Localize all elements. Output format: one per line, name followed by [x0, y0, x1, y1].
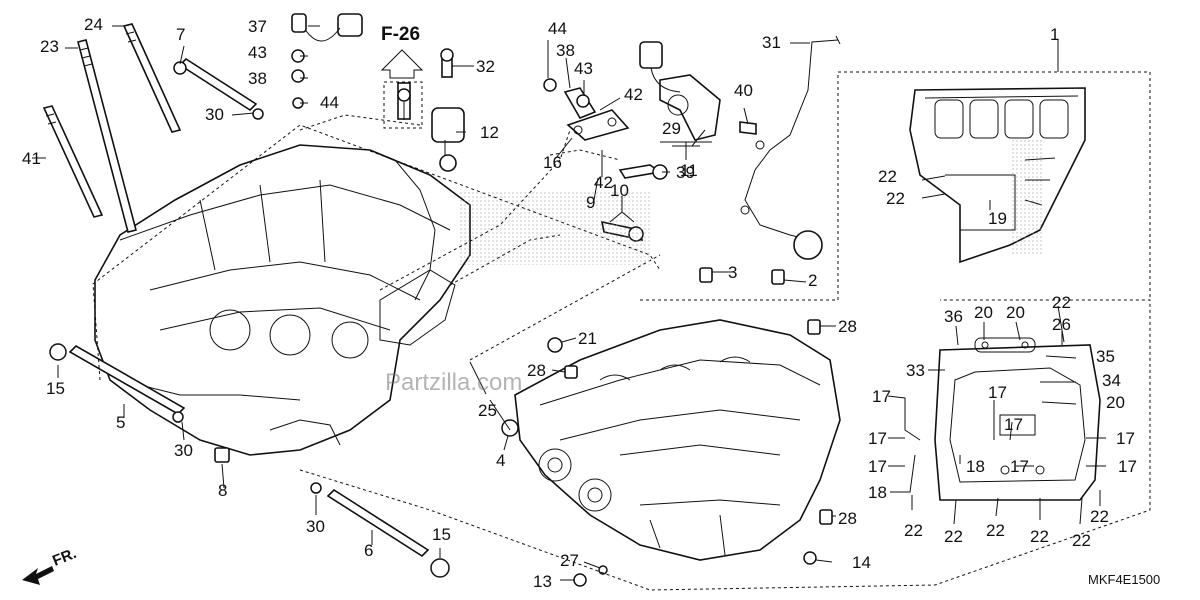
callout-22: 22	[1030, 527, 1049, 546]
callout-17: 17	[868, 457, 887, 476]
callout-28: 28	[838, 509, 857, 528]
front-arrow-icon	[22, 566, 54, 585]
callout-16: 16	[543, 153, 562, 172]
callout-44: 44	[320, 93, 339, 112]
lower-crankcase-bottom-view	[934, 337, 1101, 501]
lower-crankcase	[514, 319, 841, 561]
callout-20: 20	[1106, 393, 1125, 412]
callout-8: 8	[218, 481, 227, 500]
callout-14: 14	[852, 553, 871, 572]
callout-17: 17	[1004, 415, 1023, 434]
callout-18: 18	[868, 483, 887, 502]
callout-2: 2	[808, 271, 817, 290]
callout-28: 28	[527, 361, 546, 380]
callout-12: 12	[480, 123, 499, 142]
callout-42: 42	[624, 85, 643, 104]
callout-36: 36	[944, 307, 963, 326]
callout-43: 43	[574, 59, 593, 78]
callout-39: 39	[676, 163, 695, 182]
upper-crankcase-top-view	[909, 87, 1086, 264]
section-reference: F-26	[381, 24, 420, 45]
callout-17: 17	[1118, 457, 1137, 476]
callout-15: 15	[432, 525, 451, 544]
watermark: Partzilla.com	[385, 369, 522, 396]
callout-22: 22	[878, 167, 897, 186]
callout-17: 17	[872, 387, 891, 406]
stud-bolts	[42, 23, 182, 233]
callout-30: 30	[205, 105, 224, 124]
callout-22: 22	[1052, 293, 1071, 312]
callout-15: 15	[46, 379, 65, 398]
callout-41: 41	[22, 149, 41, 168]
callout-22: 22	[1072, 531, 1091, 550]
callout-19: 19	[988, 209, 1007, 228]
callout-9: 9	[586, 193, 595, 212]
callout-7: 7	[176, 25, 185, 44]
callout-6: 6	[364, 541, 373, 560]
callout-33: 33	[906, 361, 925, 380]
callout-30: 30	[306, 517, 325, 536]
callout-17: 17	[988, 383, 1007, 402]
callout-20: 20	[1006, 303, 1025, 322]
callout-28: 28	[838, 317, 857, 336]
callout-38: 38	[248, 69, 267, 88]
callout-22: 22	[986, 521, 1005, 540]
callout-44: 44	[548, 19, 567, 38]
callout-17: 17	[868, 429, 887, 448]
callout-18: 18	[966, 457, 985, 476]
callout-13: 13	[533, 572, 552, 591]
callout-38: 38	[556, 41, 575, 60]
leader-lines	[32, 25, 1106, 581]
callout-3: 3	[728, 263, 737, 282]
callout-35: 35	[1096, 347, 1115, 366]
callout-17: 17	[1010, 457, 1029, 476]
callout-34: 34	[1102, 371, 1121, 390]
upper-crankcase	[94, 144, 471, 456]
callout-27: 27	[560, 551, 579, 570]
drawing-code: MKF4E1500	[1088, 572, 1160, 587]
callout-4: 4	[496, 451, 505, 470]
callout-11: 11	[680, 161, 698, 180]
callout-22: 22	[886, 189, 905, 208]
parts-artwork	[22, 13, 1151, 591]
callout-24: 24	[84, 15, 103, 34]
wire-harness	[740, 35, 841, 260]
callout-22: 22	[944, 527, 963, 546]
callout-21: 21	[578, 329, 597, 348]
callout-25: 25	[478, 401, 497, 420]
callout-10: 10	[610, 181, 629, 200]
callout-22: 22	[904, 521, 923, 540]
callout-30: 30	[174, 441, 193, 460]
callout-26: 26	[1052, 315, 1071, 334]
callout-1: 1	[1050, 25, 1059, 44]
callout-40: 40	[734, 81, 753, 100]
callout-17: 17	[1116, 429, 1135, 448]
callout-20: 20	[974, 303, 993, 322]
callout-23: 23	[40, 37, 59, 56]
callout-5: 5	[116, 413, 125, 432]
callout-31: 31	[762, 33, 781, 52]
callout-29: 29	[662, 119, 681, 138]
callout-42: 42	[594, 173, 613, 192]
callout-37: 37	[248, 17, 267, 36]
assembly-boundaries	[92, 71, 1151, 591]
long-bolts	[49, 57, 450, 578]
callout-22: 22	[1090, 507, 1109, 526]
front-label: FR.	[50, 545, 79, 570]
callout-43: 43	[248, 43, 267, 62]
callout-32: 32	[476, 57, 495, 76]
f26-reference	[380, 49, 424, 129]
